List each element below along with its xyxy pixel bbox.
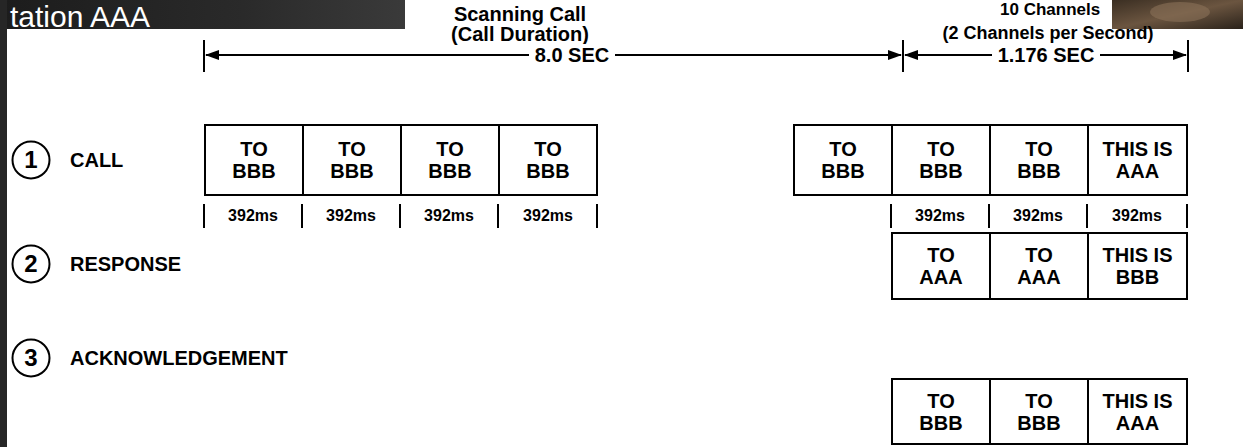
annotation-label: (Call Duration)	[451, 23, 589, 46]
message-text: TO AAA	[1003, 244, 1076, 288]
slot-duration: 392ms	[326, 207, 376, 225]
message-text: TO BBB	[316, 138, 389, 182]
message-text: TO BBB	[1003, 390, 1076, 434]
slot-duration: 392ms	[424, 207, 474, 225]
message-box: TO AAA	[891, 232, 991, 300]
annotation-label: (2 Channels per Second)	[942, 23, 1153, 44]
message-text: TO BBB	[1003, 138, 1076, 182]
annotation-label: 10 Channels	[1000, 0, 1100, 20]
message-text: TO BBB	[414, 138, 487, 182]
message-box: TO BBB	[498, 124, 598, 196]
slot-duration: 392ms	[915, 207, 965, 225]
message-box: THIS IS AAA	[1087, 378, 1188, 445]
slot-duration: 392ms	[228, 207, 278, 225]
message-text: THIS IS AAA	[1101, 138, 1174, 182]
step-number: 3	[24, 345, 37, 371]
slot-duration: 392ms	[1112, 207, 1162, 225]
message-box: TO BBB	[400, 124, 500, 196]
message-text: TO BBB	[905, 390, 978, 434]
message-box: TO BBB	[989, 124, 1089, 196]
message-text: THIS IS BBB	[1101, 244, 1174, 288]
message-box: TO AAA	[989, 232, 1089, 300]
message-text: TO BBB	[807, 138, 880, 182]
circle-shape	[13, 340, 50, 377]
duration-dimensions	[204, 40, 1188, 72]
message-text: TO BBB	[905, 138, 978, 182]
duration-label: 8.0 SEC	[529, 44, 615, 67]
photo-detail	[1150, 2, 1210, 22]
step-number: 1	[24, 147, 37, 173]
message-box: TO BBB	[793, 124, 893, 196]
circle-shape	[13, 142, 50, 179]
message-box: TO BBB	[891, 124, 991, 196]
duration-label: 1.176 SEC	[992, 44, 1101, 67]
message-text: THIS IS AAA	[1101, 390, 1174, 434]
message-box: TO BBB	[204, 124, 304, 196]
annotation-label: RESPONSE	[70, 253, 181, 276]
message-text: TO BBB	[218, 138, 291, 182]
message-text: TO BBB	[512, 138, 585, 182]
message-text: TO AAA	[905, 244, 978, 288]
annotation-label: ACKNOWLEDGEMENT	[70, 347, 288, 370]
message-box: TO BBB	[302, 124, 402, 196]
step-number-circle: 2	[11, 244, 51, 284]
step-number-circle: 3	[11, 338, 51, 378]
message-box: TO BBB	[989, 378, 1089, 445]
message-box: TO BBB	[891, 378, 991, 445]
message-box: THIS IS BBB	[1087, 232, 1188, 300]
step-number: 2	[24, 251, 37, 277]
slot-duration: 392ms	[523, 207, 573, 225]
banner-title: tation AAA	[10, 0, 150, 35]
annotation-label: CALL	[70, 149, 123, 172]
circle-shape	[13, 246, 50, 283]
message-box: THIS IS AAA	[1087, 124, 1188, 196]
annotation-label: Scanning Call	[454, 3, 586, 26]
step-number-circle: 1	[11, 140, 51, 180]
slot-duration: 392ms	[1013, 207, 1063, 225]
left-frame	[0, 0, 7, 447]
slot-ticks	[204, 204, 1187, 228]
